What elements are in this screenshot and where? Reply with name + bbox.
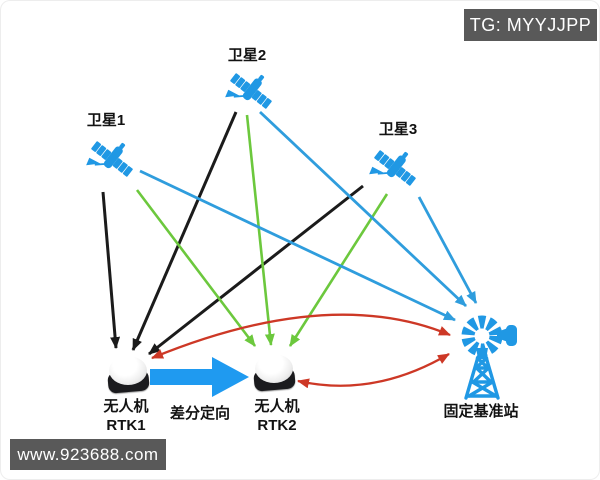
edge-drone2-to-base_station (297, 353, 450, 389)
drone-rtk1-receiver-icon (106, 356, 152, 396)
satellite-1-icon (86, 141, 133, 177)
edge-satellite1-to-base_station (139, 169, 456, 322)
satellite-2-icon (225, 73, 272, 109)
edge-satellite1-to-drone1 (101, 191, 121, 349)
edge-satellite2-to-base_station (259, 110, 467, 308)
satellite-2-label: 卫星2 (227, 47, 267, 64)
receiver-dome (109, 356, 147, 385)
receiver-dome (255, 354, 293, 383)
drone-rtk2-label-line2: RTK2 (257, 417, 297, 434)
watermark-bottom-left: www.923688.com (10, 439, 166, 470)
satellite-1-label: 卫星1 (86, 112, 126, 129)
edge-satellite3-to-base_station (417, 196, 478, 304)
edge-satellite1-to-drone2 (135, 189, 257, 347)
edge-satellite3-to-drone2 (288, 193, 389, 347)
drone-rtk1-label-line2: RTK1 (106, 417, 146, 434)
satellite-3-label: 卫星3 (378, 121, 418, 138)
differential-arrow (150, 357, 249, 397)
differential-orientation-label: 差分定向 (169, 405, 231, 422)
drone-rtk2-label-line1: 无人机 (254, 398, 300, 415)
drone-rtk2-label: 无人机 RTK2 (254, 397, 299, 435)
drone-rtk1-label: 无人机 RTK1 (103, 397, 148, 435)
edge-drone1-to-base_station (151, 313, 451, 360)
satellite-3-icon (369, 150, 416, 186)
watermark-top-right: TG: MYYJJPP (464, 9, 597, 41)
drone-rtk2-receiver-icon (252, 354, 298, 394)
base-station-label: 固定基准站 (443, 403, 519, 420)
base-station-icon (461, 315, 517, 400)
edge-satellite2-to-drone2 (245, 114, 275, 346)
edge-satellite2-to-drone1 (131, 111, 238, 351)
drone-rtk1-label-line1: 无人机 (103, 398, 149, 415)
edge-satellite3-to-drone1 (148, 184, 364, 356)
